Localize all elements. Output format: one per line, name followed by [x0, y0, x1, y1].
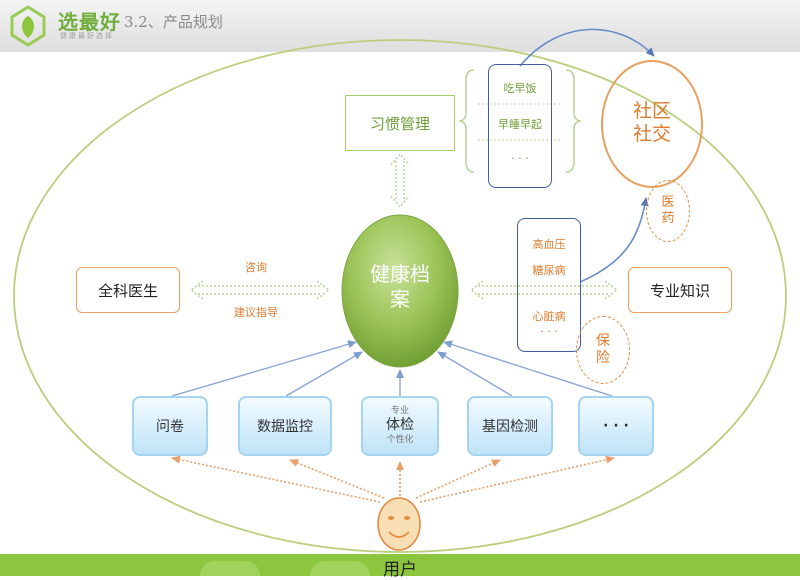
disease-list-box [517, 218, 581, 352]
health-record-line1: 健康档 [370, 262, 430, 286]
general-doctor-label: 全科医生 [97, 281, 158, 300]
habit-left-brace [458, 69, 475, 173]
disease-to-social-arrow [579, 197, 649, 283]
footer-decoration [200, 561, 260, 576]
leaf-logo-icon [10, 5, 46, 47]
insurance-line1: 保 [596, 333, 610, 349]
health-record-line2: 案 [390, 287, 410, 311]
habit-item: · · · [511, 152, 529, 165]
more-module: · · · [578, 396, 654, 456]
professional-knowledge-label: 专业知识 [649, 281, 710, 300]
user-to-module-arrows [171, 455, 615, 503]
logo-subtext: 健康最好选择 [60, 32, 114, 40]
habit-right-brace [565, 69, 582, 173]
user-label: 用户 [383, 560, 417, 580]
disease-item: · · · [540, 325, 558, 338]
habit-management-label: 习惯管理 [369, 114, 430, 133]
habit-list-box [488, 64, 552, 188]
checkup-label: 体检 [386, 417, 414, 434]
smiley-user-icon [377, 497, 421, 551]
disease-item: 心脏病 [532, 310, 566, 323]
slide-title: 3.2、产品规划 [124, 13, 223, 31]
header-bar [0, 0, 800, 52]
medicine-line1: 医 [661, 195, 675, 210]
habit-item: 早睡早起 [498, 118, 542, 131]
habit-to-social-arrow [519, 28, 655, 67]
doctor-link-arrow [189, 280, 331, 300]
social-line1: 社区 [632, 100, 671, 122]
module-to-center-arrows [171, 340, 613, 397]
habit-item: 吃早饭 [503, 82, 537, 95]
insurance-oval: 保 险 [576, 316, 630, 384]
general-doctor-box: 全科医生 [76, 267, 180, 313]
insurance-line2: 险 [596, 349, 610, 366]
health-record-egg [341, 214, 459, 368]
disease-item: 高血压 [532, 238, 566, 251]
habit-link-arrow [390, 152, 410, 209]
disease-item: 糖尿病 [532, 264, 566, 277]
community-social-oval: 社区 社交 [601, 60, 703, 188]
logo-text: 选最好 [58, 10, 121, 34]
checkup-top-label: 专业 [390, 406, 409, 416]
outer-ellipse [13, 39, 787, 553]
habit-management-box: 习惯管理 [345, 95, 455, 151]
data-monitor-module: 数据监控 [238, 396, 332, 456]
more-label: · · · [603, 418, 629, 434]
data-monitor-label: 数据监控 [257, 419, 313, 435]
advice-label: 建议指导 [234, 306, 278, 319]
checkup-bottom-label: 个性化 [386, 434, 414, 445]
habit-row-lines [478, 103, 562, 141]
questionnaire-label: 问卷 [156, 419, 184, 435]
footer-decoration [310, 561, 370, 576]
consult-label: 咨询 [245, 261, 267, 274]
health-record-label: 健康档 案 [342, 262, 458, 312]
questionnaire-module: 问卷 [132, 396, 208, 456]
gene-test-label: 基因检测 [482, 419, 538, 435]
professional-knowledge-box: 专业知识 [628, 267, 732, 313]
social-line2: 社交 [632, 122, 671, 145]
gene-test-module: 基因检测 [467, 396, 553, 456]
checkup-module: 专业 体检 个性化 [361, 396, 439, 456]
medicine-oval: 医 药 [646, 180, 690, 242]
medicine-line2: 药 [661, 210, 675, 226]
knowledge-link-arrow [469, 280, 619, 300]
